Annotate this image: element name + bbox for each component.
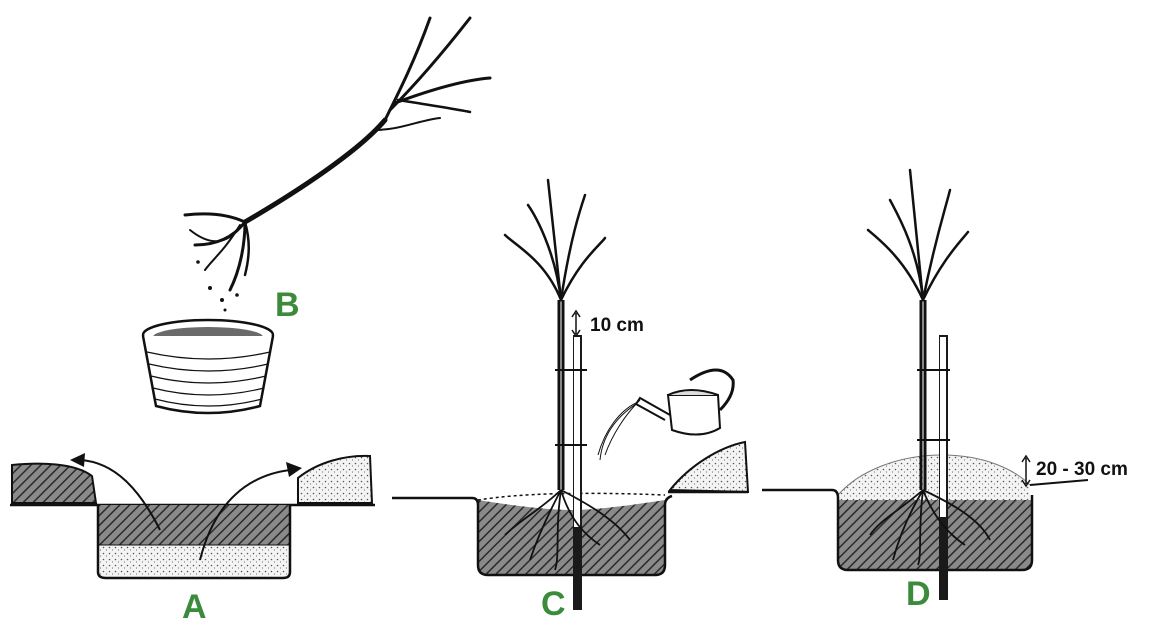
bucket-icon [143, 320, 273, 413]
step-label-c: C [541, 587, 566, 621]
mound-height-label: 20 - 30 cm [1036, 460, 1128, 479]
panel-c-planting [392, 180, 748, 610]
panel-d-finished [762, 170, 1088, 600]
panel-b-root-dip [143, 18, 490, 413]
left-soil-heap [12, 464, 96, 503]
sapling-roots-icon [185, 18, 490, 290]
step-label-a: A [182, 590, 207, 624]
step-label-b: B [275, 288, 300, 322]
watering-can-icon [598, 370, 733, 460]
step-label-d: D [906, 577, 931, 611]
stake-gap-label: 10 cm [590, 316, 644, 335]
right-soil-heap [298, 456, 372, 503]
panel-a-pit [10, 453, 375, 578]
